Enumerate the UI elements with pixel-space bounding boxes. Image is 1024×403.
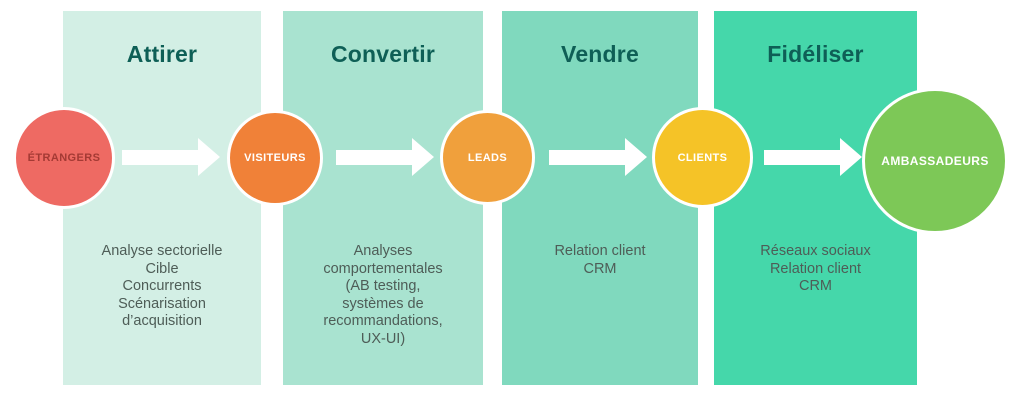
note-line: comportementales	[323, 260, 443, 277]
panel-attirer-notes: Analyse sectorielle Cible Concurrents Sc…	[63, 243, 261, 331]
stage-label: LEADS	[467, 151, 508, 164]
note-line: Analyse sectorielle	[101, 243, 223, 259]
note-line: Réseaux sociaux	[760, 243, 871, 259]
note-line: Relation client	[554, 243, 646, 259]
arrow-right-icon	[122, 138, 220, 176]
arrow-right-icon	[764, 138, 862, 176]
stage-circle-ambassadeurs: AMBASSADEURS	[862, 88, 1008, 234]
arrow-right-icon	[549, 138, 647, 176]
note-line: Relation client	[769, 260, 862, 277]
note-line: Cible	[145, 260, 179, 277]
panel-vendre: Vendre Relation client CRM	[502, 11, 698, 385]
stage-label: AMBASSADEURS	[881, 154, 989, 168]
panel-convertir: Convertir Analyses comportementales (AB …	[283, 11, 483, 385]
arrow-shaft	[549, 150, 625, 165]
note-line: (AB testing,	[345, 278, 421, 294]
arrow-shaft	[764, 150, 840, 165]
stage-circle-visiteurs: VISITEURS	[227, 110, 323, 206]
panel-convertir-notes: Analyses comportementales (AB testing, s…	[283, 243, 483, 348]
panel-fideliser-title: Fidéliser	[767, 41, 864, 67]
note-line: CRM	[798, 278, 833, 294]
note-line: Concurrents	[122, 278, 202, 294]
note-line: d’acquisition	[122, 313, 202, 329]
panel-convertir-title: Convertir	[330, 41, 436, 67]
note-line: Analyses	[353, 243, 413, 259]
arrow-head	[840, 138, 862, 176]
panel-vendre-notes: Relation client CRM	[502, 243, 698, 278]
arrow-right-icon	[336, 138, 434, 176]
arrow-head	[412, 138, 434, 176]
note-line: systèmes de	[342, 295, 424, 312]
stage-label: CLIENTS	[677, 151, 728, 164]
arrow-shaft	[336, 150, 412, 165]
note-line: CRM	[583, 260, 617, 277]
note-line: recommandations,	[323, 313, 443, 329]
stage-circle-etrangers: ÉTRANGERS	[13, 107, 115, 209]
stage-label: VISITEURS	[244, 152, 306, 164]
stage-circle-leads: LEADS	[440, 110, 535, 205]
arrow-shaft	[122, 150, 198, 165]
arrow-head	[198, 138, 220, 176]
arrow-head	[625, 138, 647, 176]
stage-circle-clients: CLIENTS	[652, 107, 753, 208]
note-line: UX-UI)	[360, 330, 406, 347]
note-line: Scénarisation	[118, 295, 206, 312]
stage-label: ÉTRANGERS	[27, 152, 101, 164]
panel-vendre-title: Vendre	[561, 41, 639, 67]
panel-attirer-title: Attirer	[126, 41, 198, 67]
panel-fideliser-notes: Réseaux sociaux Relation client CRM	[714, 243, 917, 296]
panel-attirer: Attirer Analyse sectorielle Cible Concur…	[63, 11, 261, 385]
